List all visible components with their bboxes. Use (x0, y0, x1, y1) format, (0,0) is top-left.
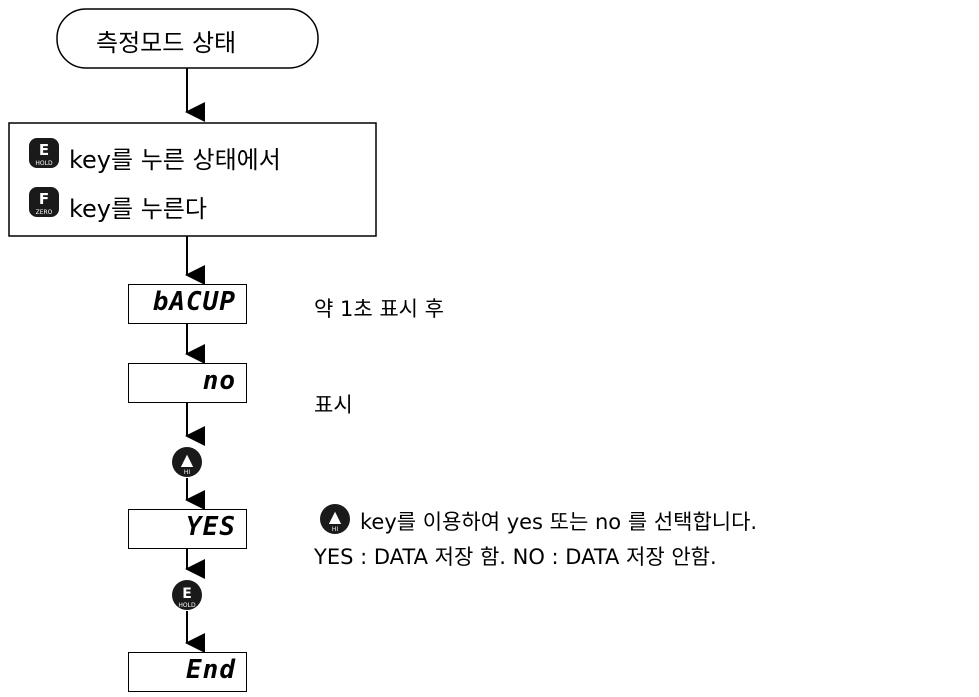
explanation-line1: key를 이용하여 yes 또는 no 를 선택합니다. (360, 510, 758, 534)
svg-text:F: F (39, 190, 49, 208)
note-backup: 약 1초 표시 후 (314, 297, 444, 321)
svg-text:E: E (182, 586, 192, 602)
svg-text:HI: HI (332, 526, 339, 533)
display-yes: YES (128, 509, 247, 549)
svg-text:HI: HI (184, 469, 191, 476)
svg-text:ZERO: ZERO (36, 209, 53, 216)
note-no: 표시 (314, 393, 353, 417)
instruction-box (8, 122, 377, 237)
svg-text:E: E (39, 141, 49, 159)
f-zero-key-icon: F ZERO (29, 187, 59, 217)
svg-text:HOLD: HOLD (35, 160, 53, 167)
e-hold-key-icon-step: E HOLD (171, 579, 203, 611)
explanation-line2: YES : DATA 저장 함. NO : DATA 저장 안함. (314, 545, 717, 569)
instruction-line2: key를 누른다 (69, 195, 207, 223)
e-hold-key-icon: E HOLD (29, 138, 59, 168)
instruction-line1: key를 누른 상태에서 (69, 146, 281, 174)
svg-text:HOLD: HOLD (178, 602, 196, 609)
display-end: End (128, 652, 247, 692)
svg-text:▲: ▲ (181, 450, 194, 469)
display-no-value: no (202, 366, 236, 396)
svg-text:▲: ▲ (329, 507, 342, 526)
display-no: no (128, 363, 247, 403)
display-yes-value: YES (186, 512, 236, 542)
start-label: 측정모드 상태 (96, 29, 237, 57)
display-backup: bACUP (128, 284, 247, 324)
display-end-value: End (186, 655, 236, 685)
display-backup-value: bACUP (152, 287, 236, 317)
up-hi-key-icon: ▲ HI (171, 446, 203, 478)
up-hi-key-icon-inline: ▲ HI (319, 503, 351, 535)
